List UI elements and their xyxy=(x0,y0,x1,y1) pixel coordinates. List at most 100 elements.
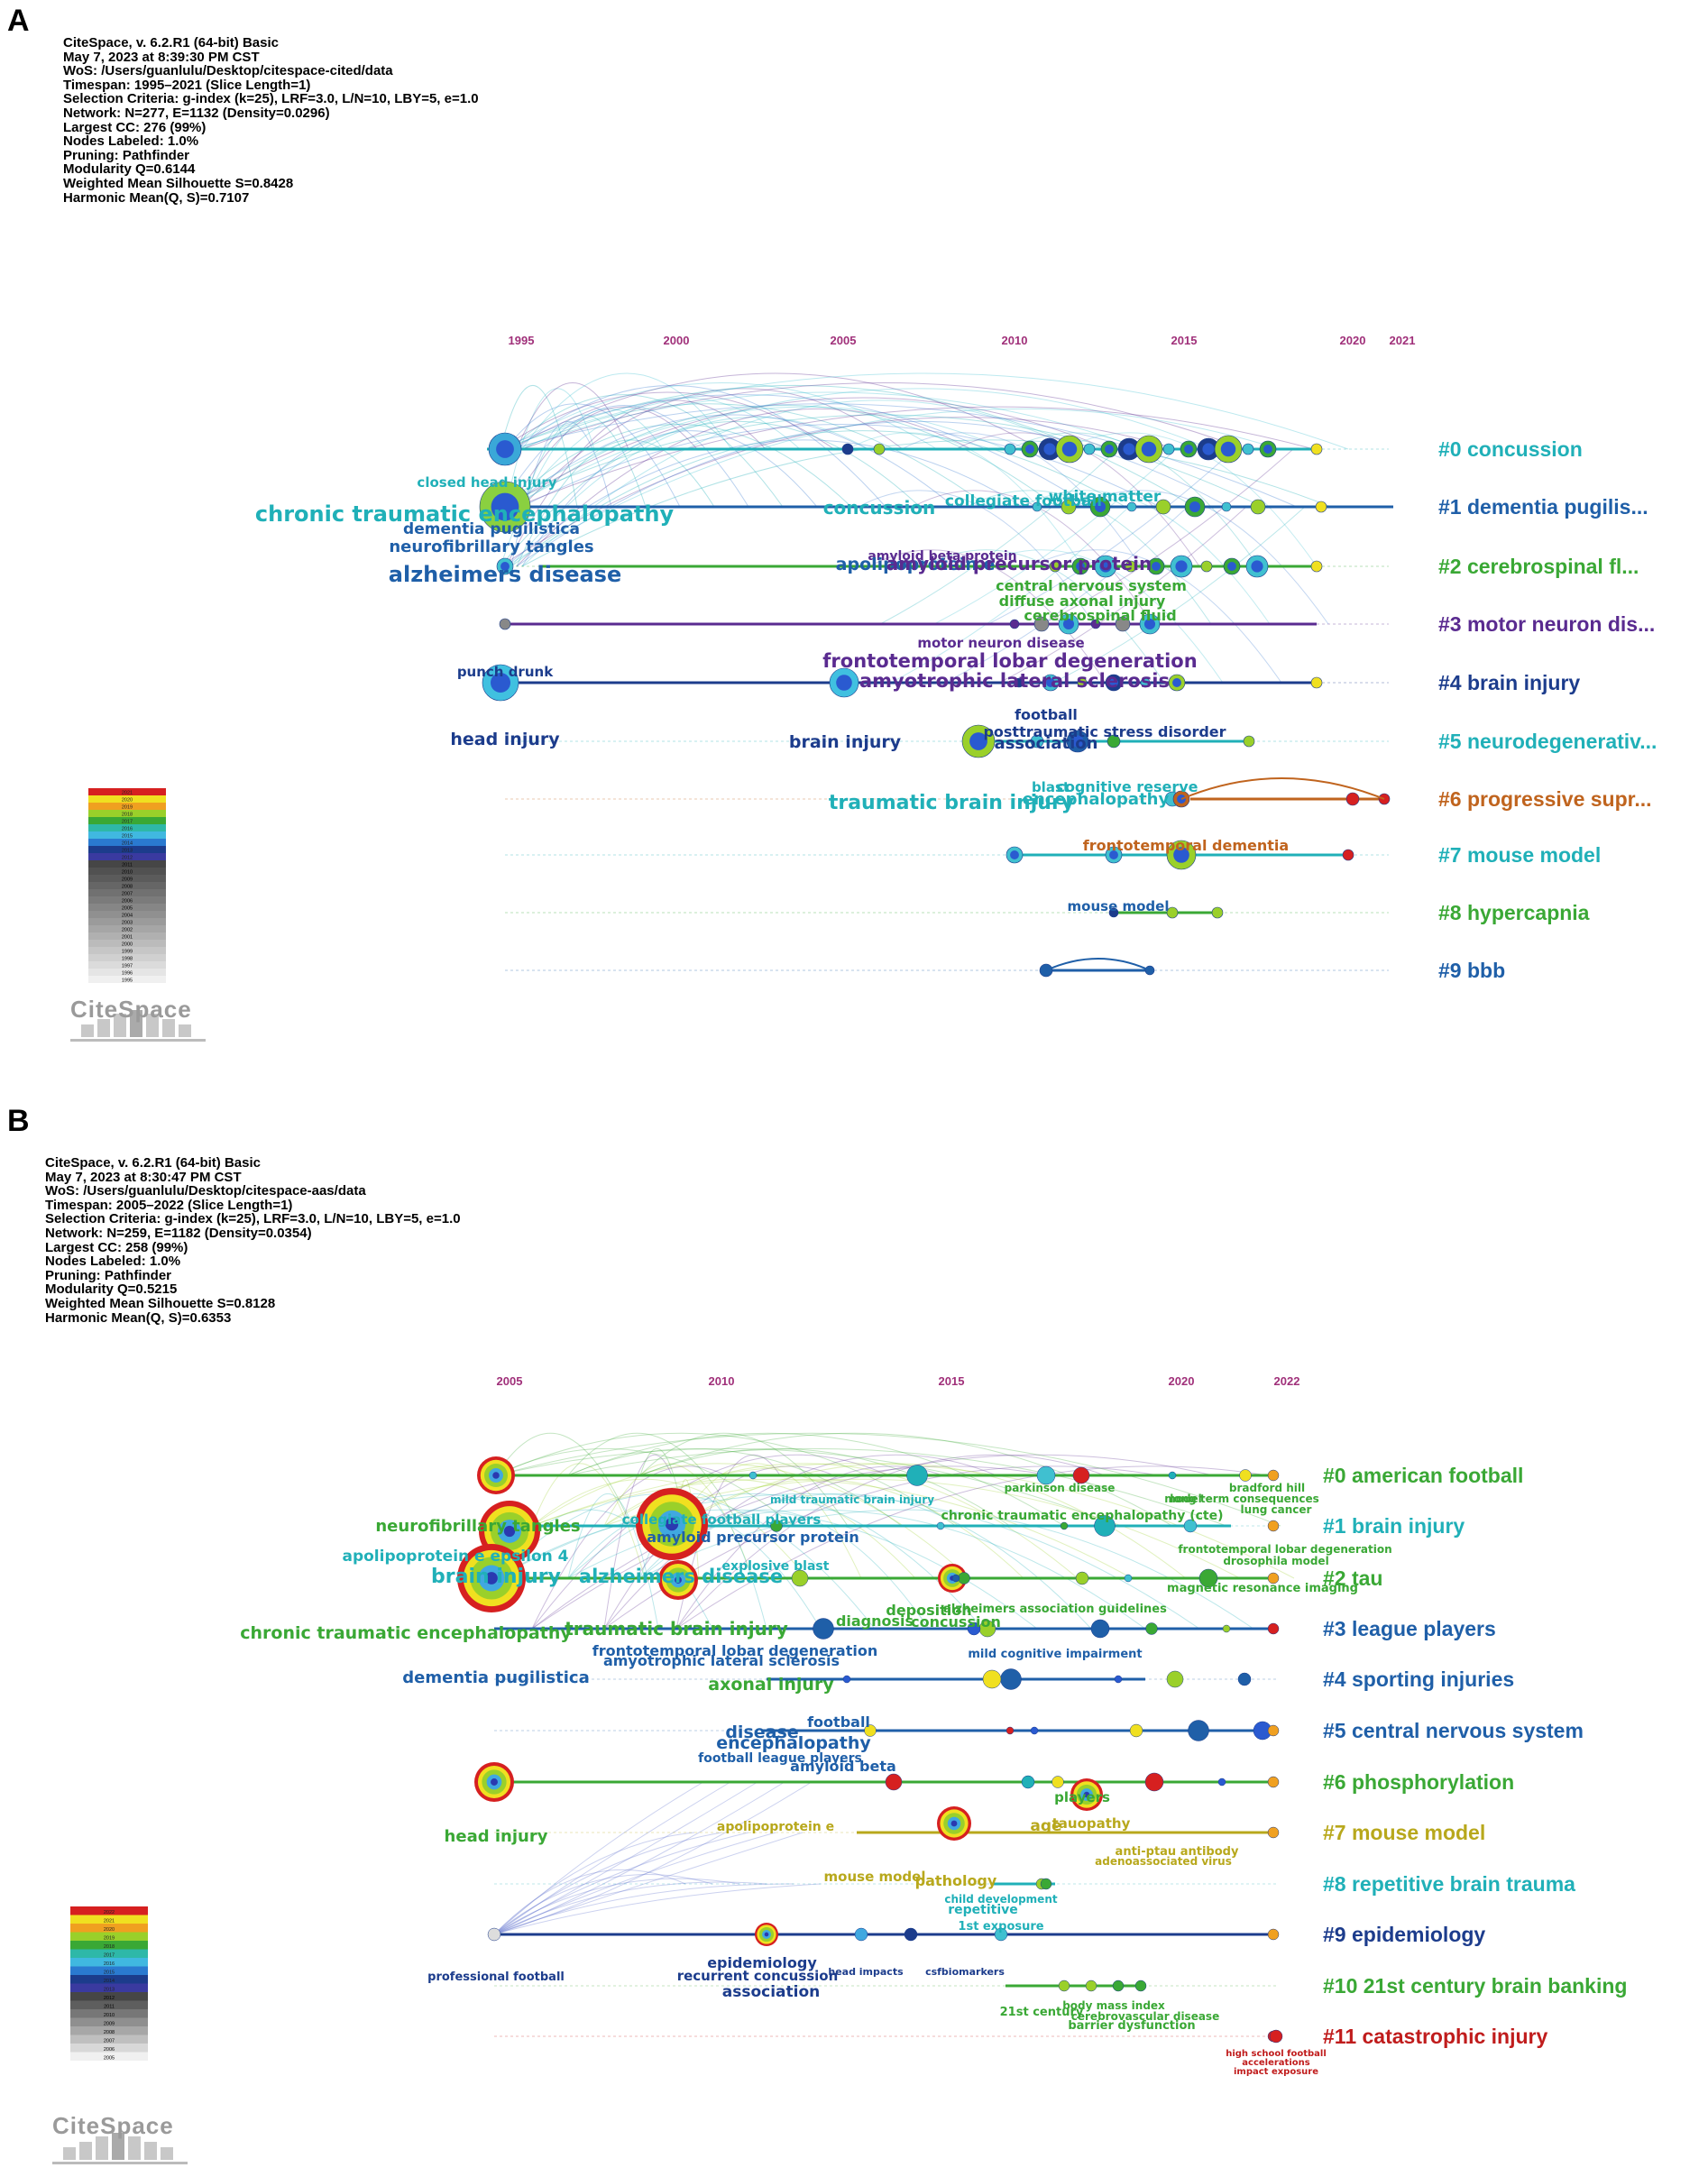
node-label: neurofibrillary tangles xyxy=(389,537,593,556)
citation-arc xyxy=(495,1493,1200,1630)
node-core xyxy=(496,440,514,458)
citation-arc xyxy=(500,405,749,508)
citation-arc xyxy=(521,382,1246,450)
citespace-logo-b: CiteSpace xyxy=(52,2112,174,2139)
cluster-label: #4 sporting injuries xyxy=(1323,1667,1514,1691)
legend-year: 2010 xyxy=(122,870,133,876)
metadata-line: May 7, 2023 at 8:30:47 PM CST xyxy=(45,1169,242,1185)
legend-year: 1996 xyxy=(122,971,133,977)
node-label: frontotemporal lobar degeneration xyxy=(592,1642,877,1659)
legend-swatch xyxy=(70,1975,148,1984)
citation-arc xyxy=(521,372,732,450)
citation-arc xyxy=(639,1432,849,1527)
node-core xyxy=(1184,445,1193,454)
citation-nodes xyxy=(479,432,1391,978)
citation-arc xyxy=(1052,506,1306,684)
node-label: recurrent concussion xyxy=(677,1968,839,1984)
node-core xyxy=(1061,441,1078,457)
cluster-label: #1 dementia pugilis... xyxy=(1438,495,1648,519)
node-label: association xyxy=(722,1983,821,2001)
citation-arc xyxy=(495,1447,1119,1527)
citation-arc xyxy=(510,414,955,508)
citation-node xyxy=(1115,616,1131,632)
node-label: mild cognitive impairment xyxy=(968,1648,1142,1661)
citation-node xyxy=(1030,1726,1039,1735)
metadata-line: Network: N=277, E=1132 (Density=0.0296) xyxy=(63,105,330,121)
citation-arc xyxy=(675,1465,943,1630)
citation-node xyxy=(813,1618,834,1640)
node-label: apolipoprotein e xyxy=(836,555,996,574)
legend-year: 2012 xyxy=(122,856,133,861)
legend-year: 2014 xyxy=(122,841,133,847)
citation-arc xyxy=(516,382,629,450)
legend-year: 2007 xyxy=(122,892,133,897)
year-axis-label: 2000 xyxy=(664,334,690,347)
node-label: concussion xyxy=(911,1613,1001,1630)
node-core xyxy=(1220,441,1236,457)
citation-arc xyxy=(1042,448,1294,625)
metadata-line: WoS: /Users/guanlulu/Desktop/citespace-c… xyxy=(63,63,393,79)
citation-arc xyxy=(521,403,989,508)
year-axis-label: 1995 xyxy=(509,334,535,347)
legend-swatch xyxy=(88,961,166,969)
logo-bar xyxy=(146,1014,159,1037)
node-label: frontotemporal lobar degeneration xyxy=(822,650,1197,672)
citation-arc xyxy=(505,403,681,508)
node-label: collegiate football players xyxy=(622,1511,822,1528)
color-year-legend: 2021202020192018201720162015201420132012… xyxy=(88,788,166,984)
legend-swatch xyxy=(88,810,166,817)
node-label: body mass index xyxy=(1062,1999,1165,2012)
metadata-line: WoS: /Users/guanlulu/Desktop/citespace-a… xyxy=(45,1183,366,1199)
node-core xyxy=(491,1778,498,1786)
citation-arc xyxy=(901,432,1142,567)
citation-arc xyxy=(531,1478,808,1579)
citation-arc xyxy=(531,1454,1214,1630)
citation-arc xyxy=(567,1447,1227,1527)
node-core xyxy=(1043,443,1056,455)
citation-arc xyxy=(521,388,904,508)
citation-node xyxy=(1239,1469,1252,1482)
node-label: football xyxy=(1015,706,1078,723)
citation-arc xyxy=(531,1463,970,1579)
citation-node xyxy=(1267,1572,1280,1585)
node-label: collegiate football xyxy=(945,492,1102,510)
node-core xyxy=(491,673,510,693)
citation-arc xyxy=(531,1465,727,1630)
legend-swatch xyxy=(88,925,166,932)
citation-arc xyxy=(493,1781,704,1935)
node-label: chronic traumatic encephalopathy (cte) xyxy=(941,1509,1224,1523)
panel-letter-a: A xyxy=(7,4,30,38)
legend-year: 2014 xyxy=(104,1979,115,1984)
node-label: cerebrospinal fluid xyxy=(1024,607,1176,624)
citation-nodes xyxy=(457,1456,1283,2044)
node-core xyxy=(1227,562,1236,571)
citation-arc xyxy=(493,1781,758,1935)
citation-node xyxy=(1140,677,1151,688)
cluster-label: #0 american football xyxy=(1323,1464,1523,1487)
node-core xyxy=(950,1820,958,1827)
legend-swatch xyxy=(88,932,166,940)
citation-node xyxy=(1009,619,1020,629)
citation-node xyxy=(1342,849,1354,861)
node-label: explosive blast xyxy=(722,1559,830,1574)
node-core xyxy=(500,562,510,571)
citation-node xyxy=(1144,1772,1164,1792)
node-core xyxy=(1189,501,1201,513)
node-label: amyloid beta protein xyxy=(868,549,1016,564)
citation-arc xyxy=(516,385,886,508)
legend-swatch xyxy=(88,839,166,846)
node-label: long term consequences xyxy=(1170,1493,1319,1505)
logo-bar xyxy=(96,2136,108,2160)
node-core xyxy=(492,1472,500,1479)
citation-node xyxy=(1072,1466,1090,1484)
cluster-label: #2 tau xyxy=(1323,1566,1382,1590)
citation-arc xyxy=(516,439,715,567)
citation-arc xyxy=(521,414,647,508)
node-label: amyloid beta xyxy=(790,1758,896,1775)
legend-year: 2001 xyxy=(122,935,133,941)
logo-bar xyxy=(144,2142,157,2160)
citation-arc xyxy=(675,1463,862,1579)
node-label: white matter xyxy=(1049,488,1162,506)
citation-arc xyxy=(516,391,1143,450)
